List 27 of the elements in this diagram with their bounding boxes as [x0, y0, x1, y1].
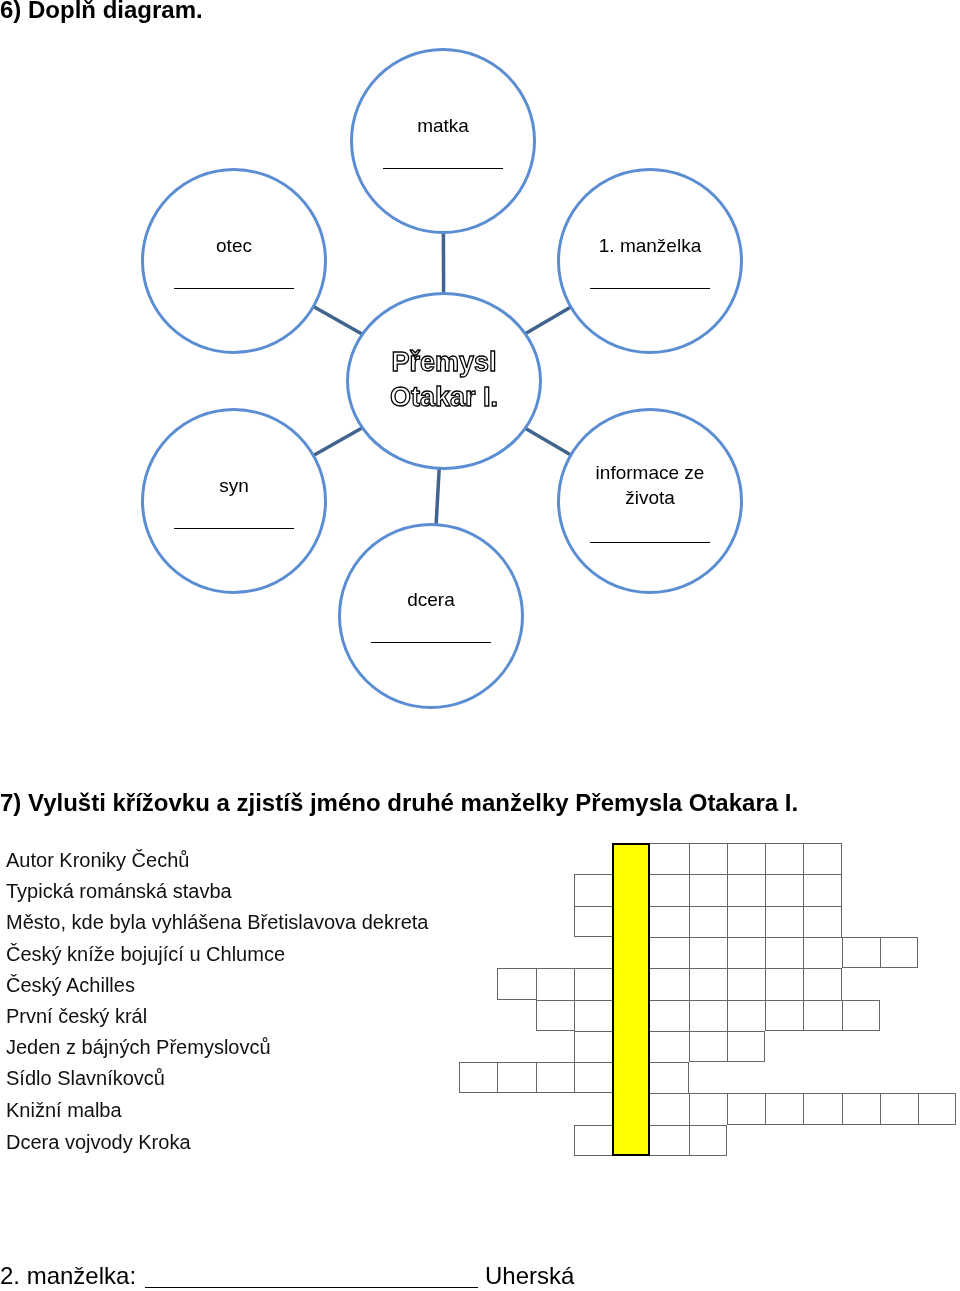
connector-line [434, 468, 441, 525]
section-heading: 7) Vylušti křížovku a zjistíš jméno druhé manželky Přemysla Otakara I. [0, 789, 799, 817]
clue-text: Jeden z bájných Přemyslovců [6, 1035, 271, 1060]
connector-line [524, 426, 572, 457]
clue-text: První český král [6, 1004, 148, 1029]
node-label: syn [219, 474, 249, 498]
node-label: dcera [407, 588, 455, 612]
clue-text: Typická románská stavba [6, 879, 232, 904]
clue-text: Autor Kroniky Čechů [6, 848, 190, 873]
clue-text: Český Achilles [6, 973, 135, 998]
node-label: matka [417, 114, 469, 138]
clue-text: Knižní malba [6, 1098, 122, 1123]
clue-text: Město, kde byla vyhlášena Břetislavova dekreta [6, 910, 429, 935]
connector-line [312, 304, 364, 336]
answer-prompt: 2. manželka: [0, 1261, 137, 1291]
section-heading: 6) Doplň diagram. [0, 0, 203, 24]
node-label: informace ze života [594, 461, 706, 510]
node-title: Přemysl Otakar I. [388, 346, 500, 414]
clue-text: Sídlo Slavníkovců [6, 1066, 165, 1091]
clue-text: Dcera vojvody Kroka [6, 1130, 191, 1155]
connector-line [441, 232, 446, 294]
clue-text: Český kníže bojující u Chlumce [6, 942, 285, 967]
connector-line [524, 305, 572, 336]
node-label: 1. manželka [598, 234, 702, 258]
connector-line [312, 426, 364, 458]
node-label: otec [216, 234, 252, 258]
answer-text: Uherská [485, 1261, 575, 1291]
